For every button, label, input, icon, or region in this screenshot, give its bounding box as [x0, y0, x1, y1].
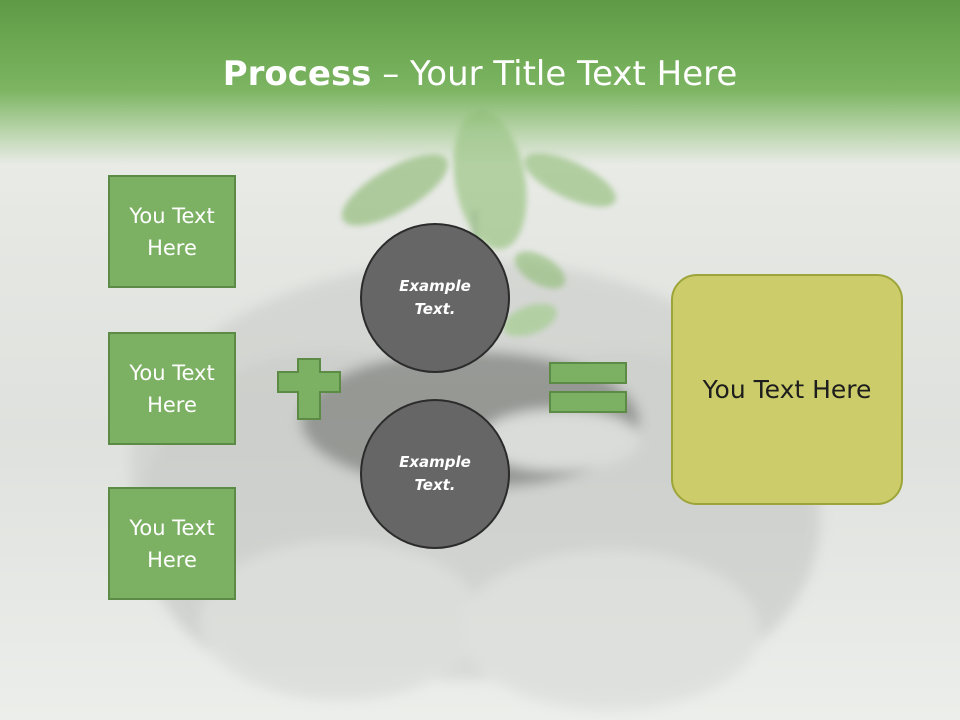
- equals-top-bar: [549, 362, 627, 384]
- example-circle-2-label: Example Text.: [399, 453, 471, 494]
- input-box-3: You Text Here: [108, 487, 236, 600]
- title-bold-part: Process: [222, 54, 372, 94]
- input-box-2-label: You Text Here: [129, 360, 215, 417]
- example-circle-1-label: Example Text.: [399, 277, 471, 318]
- input-box-3-label: You Text Here: [129, 515, 215, 572]
- equals-bottom-bar: [549, 391, 627, 413]
- example-circle-2: Example Text.: [360, 399, 510, 549]
- title-bar: [0, 0, 960, 165]
- input-box-1: You Text Here: [108, 175, 236, 288]
- input-box-1-label: You Text Here: [129, 203, 215, 260]
- slide-title: Process – Your Title Text Here: [0, 50, 960, 98]
- result-box-label: You Text Here: [702, 375, 872, 404]
- input-box-2: You Text Here: [108, 332, 236, 445]
- result-box: You Text Here: [671, 274, 903, 505]
- title-rest-part: – Your Title Text Here: [371, 54, 738, 94]
- example-circle-1: Example Text.: [360, 223, 510, 373]
